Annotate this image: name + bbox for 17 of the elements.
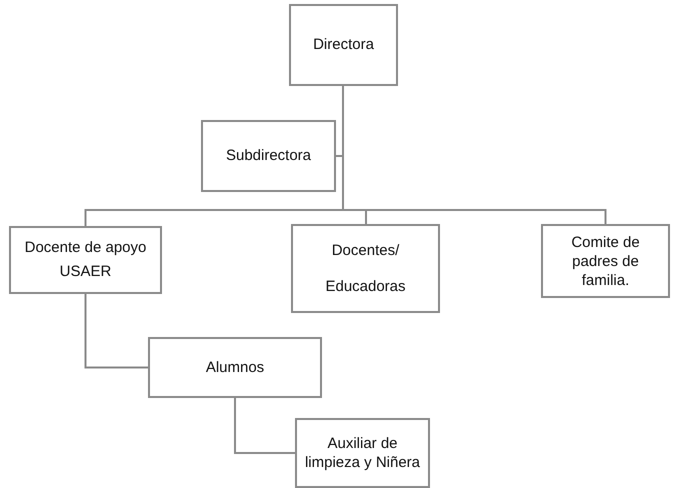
org-box [295,418,430,488]
role-label: Auxiliar de limpieza y Niñera [304,434,422,472]
org-box [289,4,398,86]
role-label: Alumnos [206,358,264,376]
org-box [9,226,162,294]
connector-line [342,86,606,224]
role-label: Directora [313,36,374,54]
role-label: Docentes/ Educadoras [324,240,407,296]
connector-line [84,294,148,368]
role-label: Subdirectora [226,147,312,165]
org-box [148,337,322,398]
role-label: Comite de padres de familia. [570,232,641,290]
connector-line [234,398,295,454]
org-box [201,120,336,192]
org-box [541,224,670,298]
org-box [291,224,440,313]
role-label: Docente de apoyo USAER [24,238,148,282]
